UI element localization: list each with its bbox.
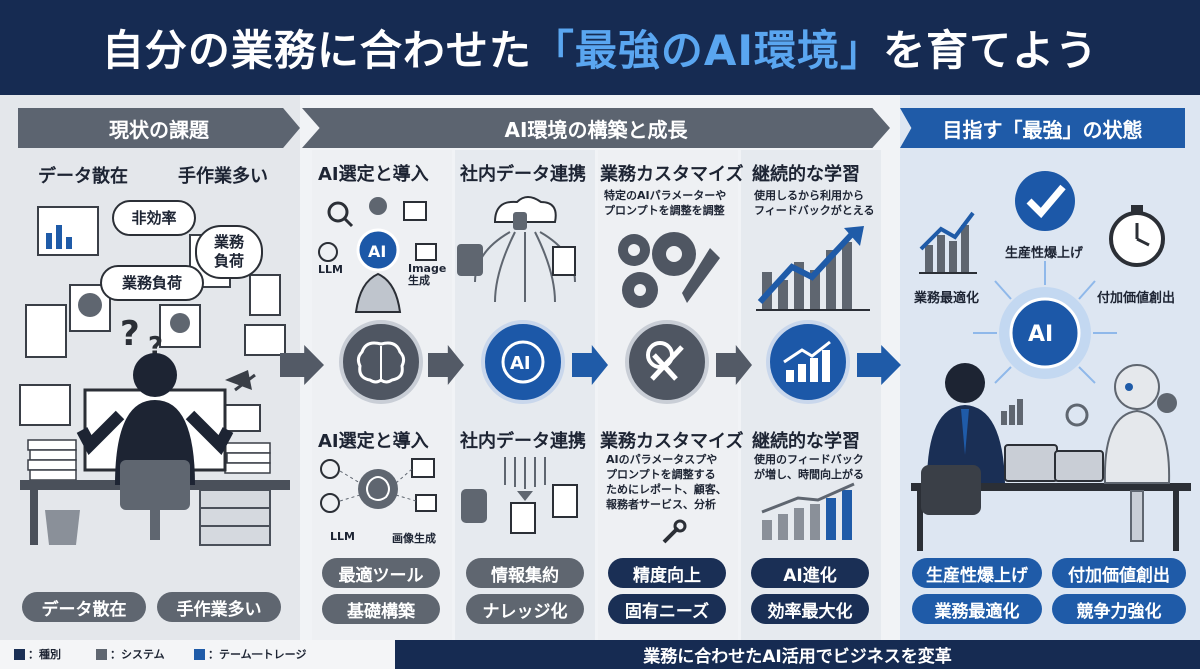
legend-item-type: ：種別 xyxy=(14,646,61,662)
thought-cloud-workload: 業務負荷 xyxy=(100,265,204,301)
title-part-2: を育てよう xyxy=(883,26,1099,75)
pill-max-efficiency: 効率最大化 xyxy=(751,594,869,624)
legend-swatch-blue xyxy=(194,648,205,660)
pill-info-aggregation: 情報集約 xyxy=(466,558,584,588)
thought-cloud-inefficient: 非効率 xyxy=(112,200,196,236)
growth-chart-illustration xyxy=(756,226,870,311)
pill-foundation: 基礎構築 xyxy=(322,594,440,624)
data-integration-illustration xyxy=(457,196,576,303)
header-build-growth: AI環境の構築と成長 xyxy=(302,108,890,148)
ai-tools-network-illustration xyxy=(320,458,437,513)
thought-cloud-burden: 業務 負荷 xyxy=(195,225,263,279)
footer-banner: 業務に合わせたAI活用でビジネスを変革 xyxy=(395,640,1200,669)
col3-title-bottom: 業務カスタマイズ xyxy=(600,431,744,452)
pill-competitiveness: 競争力強化 xyxy=(1052,594,1186,624)
wrench-icon xyxy=(662,519,687,544)
issue-label-manual: 手作業多い xyxy=(178,166,268,187)
pill-productivity-boost: 生産性爆上げ xyxy=(912,558,1042,588)
col1-label-llm-bottom: LLM xyxy=(330,530,355,543)
growth-chart-icon xyxy=(783,340,831,382)
svg-text:AI: AI xyxy=(510,353,531,374)
pill-accuracy: 精度向上 xyxy=(608,558,726,588)
header-current-issues: 現状の課題 xyxy=(18,108,300,148)
issue-label-scattered: データ散在 xyxy=(38,166,128,187)
pill-manual-work: 手作業多い xyxy=(157,592,281,622)
ai-integration-circle: AI xyxy=(481,320,565,404)
svg-text:AI: AI xyxy=(1028,322,1053,347)
title-highlight: 「最強のAI環境」 xyxy=(531,26,884,75)
col4-title-top: 継続的な学習 xyxy=(752,164,860,185)
col3-desc-bottom: AIのパラメータスプや プロンプトを調整する ためにレポート、顧客、 報務者サー… xyxy=(606,453,727,511)
learning-chart-illustration xyxy=(761,482,855,540)
legend-item-team: ：テーム一トレージ xyxy=(194,646,306,662)
col4-title-bottom: 継続的な学習 xyxy=(752,431,860,452)
title-part-1: 自分の業務に合わせた xyxy=(101,26,532,75)
legend-label-type: ：種別 xyxy=(28,648,61,661)
col1-title-top: AI選定と導入 xyxy=(318,164,429,185)
overwhelmed-worker-illustration: ? ? xyxy=(19,206,290,546)
page-title: 自分の業務に合わせた「最強のAI環境」を育てよう xyxy=(102,17,1098,78)
ai-chip-icon: AI xyxy=(501,340,545,384)
tools-circle xyxy=(625,320,709,404)
col4-desc-top: 使用しるから利用から フィードバックがとえる xyxy=(754,189,875,217)
col1-label-llm: LLM xyxy=(318,263,343,276)
ai-selection-illustration: AI xyxy=(318,197,437,313)
brain-icon xyxy=(356,341,406,384)
goal-label-productivity: 生産性爆上げ xyxy=(1005,246,1084,261)
col3-title-top: 業務カスタマイズ xyxy=(600,164,744,185)
legend-label-team: ：テーム一トレージ xyxy=(208,648,307,661)
svg-text:?: ? xyxy=(120,314,140,354)
brain-circle xyxy=(339,320,423,404)
data-flow-illustration xyxy=(461,457,578,534)
header-goal-state: 目指す「最強」の状態 xyxy=(900,108,1185,148)
pill-business-optimization: 業務最適化 xyxy=(912,594,1042,624)
col2-title-bottom: 社内データ連携 xyxy=(460,431,586,452)
pill-value-creation: 付加価値創出 xyxy=(1052,558,1186,588)
goal-label-optimization: 業務最適化 xyxy=(914,291,980,306)
wrench-gear-icon xyxy=(646,341,684,381)
pill-unique-needs: 固有ニーズ xyxy=(608,594,726,624)
svg-text:AI: AI xyxy=(368,242,386,261)
col4-desc-bottom: 使用のフィードバック が増し、時間向上がる xyxy=(754,453,864,481)
growth-circle xyxy=(766,320,850,404)
title-bar: 自分の業務に合わせた「最強のAI環境」を育てよう xyxy=(0,0,1200,95)
pill-data-scattered: データ散在 xyxy=(22,592,146,622)
pill-ai-evolution: AI進化 xyxy=(751,558,869,588)
col3-desc-top: 特定のAIパラメーターや プロンプトを調整を調整 xyxy=(604,189,727,217)
col2-title-top: 社内データ連携 xyxy=(460,164,586,185)
legend-label-system: ：システム xyxy=(110,648,165,661)
gears-wrench-illustration xyxy=(618,232,720,308)
goal-label-added-value: 付加価値創出 xyxy=(1097,291,1176,306)
pill-optimal-tools: 最適ツール xyxy=(322,558,440,588)
goal-state-illustration: AI xyxy=(911,171,1191,551)
pill-knowledge: ナレッジ化 xyxy=(466,594,584,624)
legend-item-system: ：システム xyxy=(96,646,165,662)
col1-title-bottom: AI選定と導入 xyxy=(318,431,429,452)
col1-label-image-gen-bottom: 画像生成 xyxy=(392,532,436,545)
legend-swatch-navy xyxy=(14,648,25,660)
legend-swatch-gray xyxy=(96,648,107,660)
col1-label-image-gen: Image 生成 xyxy=(408,262,447,287)
